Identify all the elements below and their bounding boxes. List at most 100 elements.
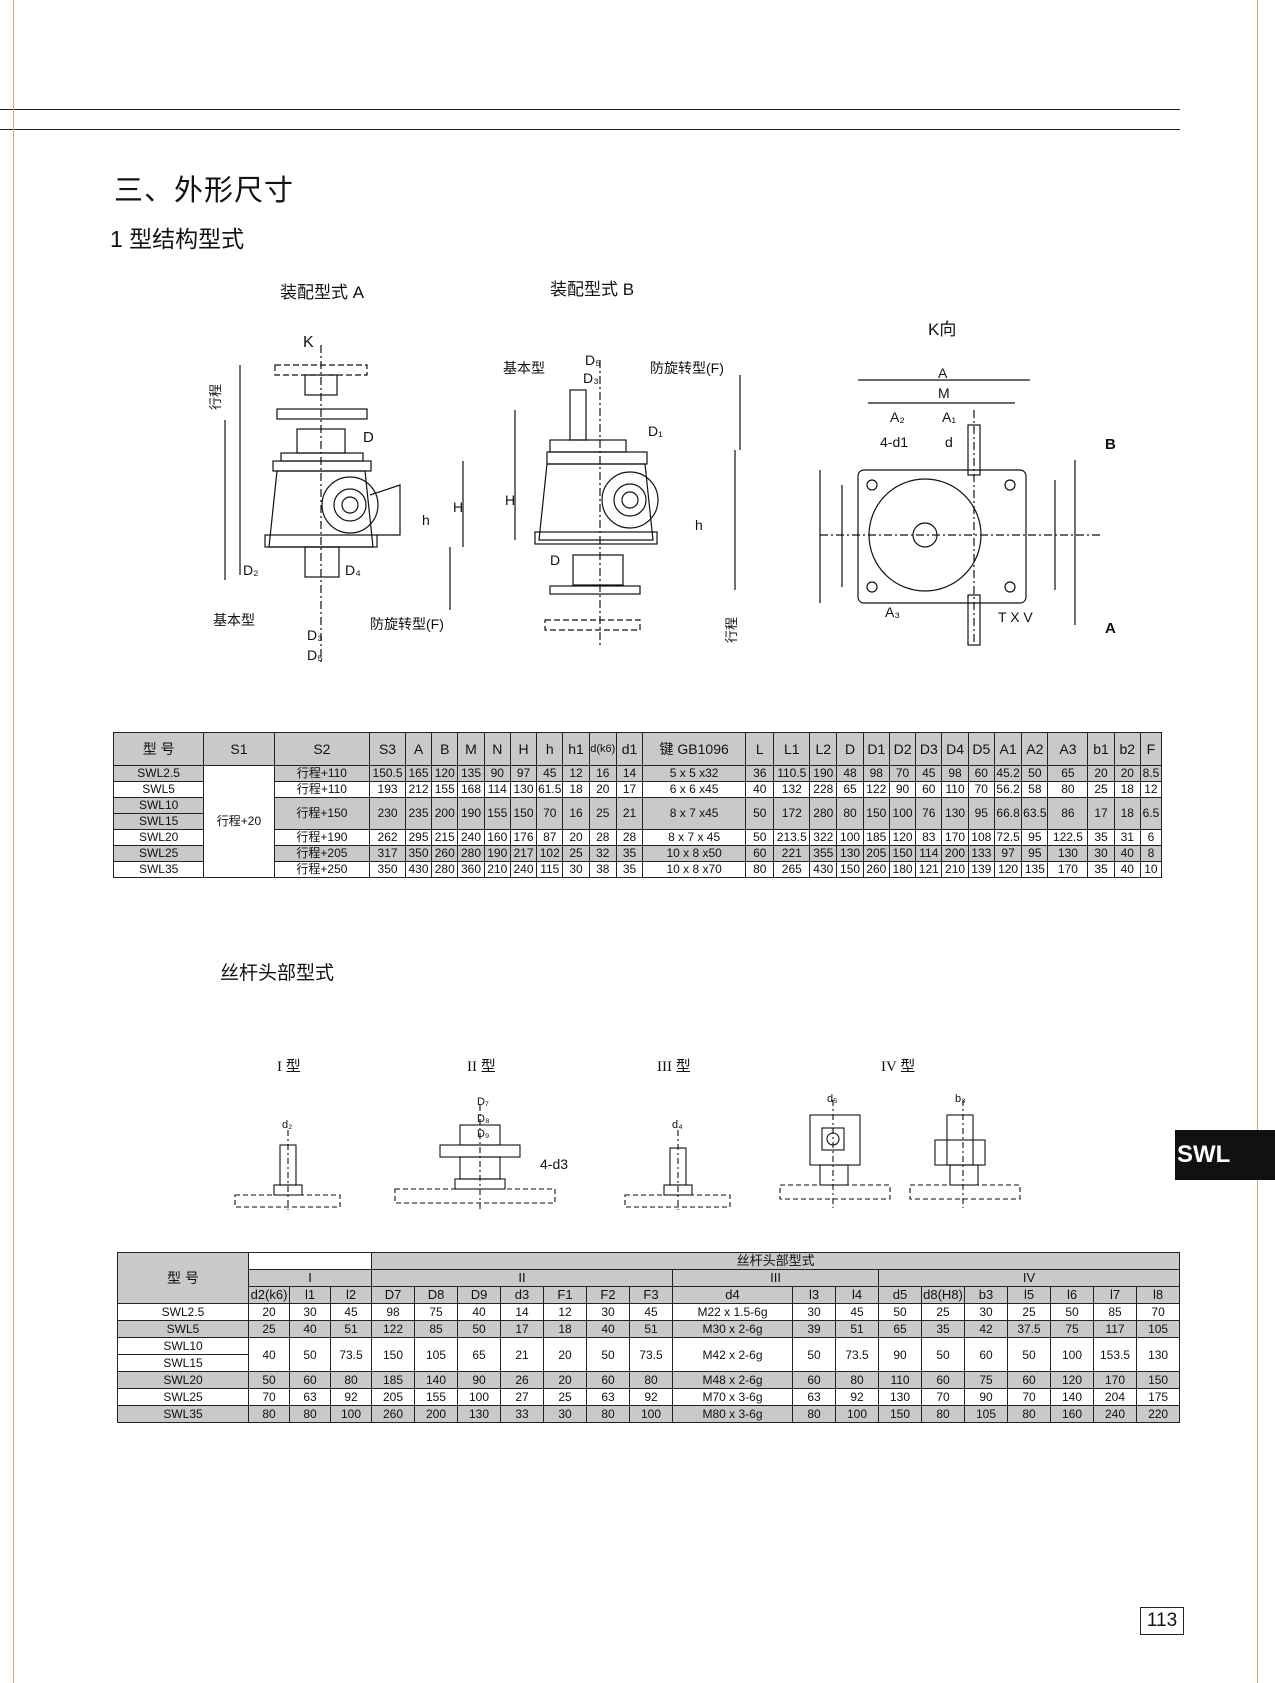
table2-cell: 70 xyxy=(921,1388,966,1406)
table1-cell: 280 xyxy=(457,845,485,862)
table1-cell: 97 xyxy=(509,765,538,782)
table2-cell: 85 xyxy=(1093,1303,1138,1321)
table1-header: D4 xyxy=(941,732,969,766)
table2-cell: 100 xyxy=(629,1405,674,1423)
table1-cell: 110 xyxy=(941,781,969,798)
table1-cell: 130 xyxy=(836,845,864,862)
screw-type-2: II 型 xyxy=(467,1059,496,1075)
table1-cell: 150 xyxy=(509,797,538,830)
table1-cell: 193 xyxy=(369,781,406,798)
svg-text:D₅: D₅ xyxy=(307,647,323,663)
table1-s1-cell: 行程+20 xyxy=(203,765,275,878)
table1-cell: 260 xyxy=(431,845,459,862)
table2-cell: 80 xyxy=(1007,1405,1052,1423)
table1-cell: 16 xyxy=(588,765,617,782)
table1-cell: 114 xyxy=(915,845,943,862)
table1-cell: 18 xyxy=(562,781,590,798)
table1-cell: 行程+205 xyxy=(273,845,371,862)
table1-cell: 120 xyxy=(888,829,917,846)
table2-cell: 122 xyxy=(371,1320,416,1338)
table2-cell: 20 xyxy=(543,1337,588,1372)
table1-cell: 165 xyxy=(404,765,433,782)
table2-subheader: l8 xyxy=(1136,1286,1181,1304)
svg-text:D₃: D₃ xyxy=(307,627,323,643)
table2-cell: 75 xyxy=(414,1303,459,1321)
table2-cell: M30 x 2-6g xyxy=(672,1320,794,1338)
table1-model-cell: SWL2.5 xyxy=(112,765,205,782)
svg-text:M: M xyxy=(938,385,950,401)
table1-cell: 150 xyxy=(888,845,917,862)
screw-type-2-drawing: D₇ D₈ D₉ 4-d3 xyxy=(394,1096,568,1210)
table2-cell: 40 xyxy=(248,1337,290,1372)
screw-type-1-drawing: d₂ xyxy=(234,1119,341,1210)
svg-text:h: h xyxy=(695,517,703,533)
table1-cell: 90 xyxy=(483,765,511,782)
table2-cell: 51 xyxy=(835,1320,880,1338)
table1-cell: 221 xyxy=(773,845,811,862)
table1-model-cell: SWL25 xyxy=(112,845,205,862)
table1-cell: 190 xyxy=(809,765,838,782)
table1-cell: 98 xyxy=(941,765,969,782)
table1-header: D2 xyxy=(888,732,917,766)
table1-cell: 132 xyxy=(773,781,811,798)
table2-cell: 50 xyxy=(1050,1303,1095,1321)
table2-cell: 240 xyxy=(1093,1405,1138,1423)
table2-cell: 30 xyxy=(289,1303,331,1321)
table1-cell: 14 xyxy=(615,765,644,782)
table1-cell: 30 xyxy=(1087,845,1115,862)
table2-cell: 80 xyxy=(792,1405,837,1423)
table1-header: M xyxy=(457,732,485,766)
table1-model-cell: SWL10 xyxy=(112,797,205,814)
table1-cell: 217 xyxy=(509,845,538,862)
table1-cell: 110.5 xyxy=(773,765,811,782)
table1-cell: 35 xyxy=(1087,861,1115,878)
table1-header: h xyxy=(536,732,564,766)
table1-cell: 76 xyxy=(915,797,943,830)
table1-cell: 121 xyxy=(915,861,943,878)
table1-cell: 135 xyxy=(457,765,485,782)
table1-model-cell: SWL15 xyxy=(112,813,205,830)
label-4d3: 4-d3 xyxy=(540,1156,568,1172)
left-margin-line xyxy=(13,0,14,1683)
table2-cell: 185 xyxy=(371,1371,416,1389)
table1-cell: 行程+110 xyxy=(273,781,371,798)
svg-text:D₅: D₅ xyxy=(585,352,601,368)
table2-row: SWL15 xyxy=(117,1354,1180,1372)
page-number: 113 xyxy=(1140,1607,1184,1635)
table1-cell: 185 xyxy=(862,829,890,846)
table1-header: A xyxy=(404,732,433,766)
table2-cell: 18 xyxy=(543,1320,588,1338)
table1-cell: 56.2 xyxy=(993,781,1023,798)
table2-model-cell: SWL35 xyxy=(117,1405,249,1423)
table1-cell: 20 xyxy=(1087,765,1115,782)
table2-cell: 120 xyxy=(1050,1371,1095,1389)
table1-cell: 18 xyxy=(1113,781,1141,798)
table1-header: b2 xyxy=(1113,732,1141,766)
table2-subheader: l5 xyxy=(1007,1286,1052,1304)
table1-cell: 200 xyxy=(431,797,459,830)
table2-cell: 260 xyxy=(371,1405,416,1423)
table2-subheader: b3 xyxy=(964,1286,1009,1304)
table1-header: 键 GB1096 xyxy=(642,732,747,766)
table1-cell: 102 xyxy=(536,845,564,862)
table1-cell: 63.5 xyxy=(1021,797,1049,830)
table2-cell: 75 xyxy=(1050,1320,1095,1338)
table1-header: H xyxy=(509,732,538,766)
table2-subheader: l2 xyxy=(329,1286,373,1304)
table2-subheader: D8 xyxy=(414,1286,459,1304)
table1-cell: 114 xyxy=(483,781,511,798)
table2-subheader: l7 xyxy=(1093,1286,1138,1304)
table2-cell: 92 xyxy=(329,1388,373,1406)
table2-cell: 51 xyxy=(629,1320,674,1338)
table1-cell: 6 x 6 x45 xyxy=(642,781,747,798)
table1-header: L2 xyxy=(809,732,838,766)
table1-cell: 170 xyxy=(941,829,969,846)
table1-cell: 430 xyxy=(809,861,838,878)
table1-cell: 40 xyxy=(1113,845,1141,862)
table1-cell: 25 xyxy=(562,845,590,862)
table2-cell: 27 xyxy=(500,1388,545,1406)
table1-cell: 210 xyxy=(941,861,969,878)
table1-cell: 20 xyxy=(1113,765,1141,782)
